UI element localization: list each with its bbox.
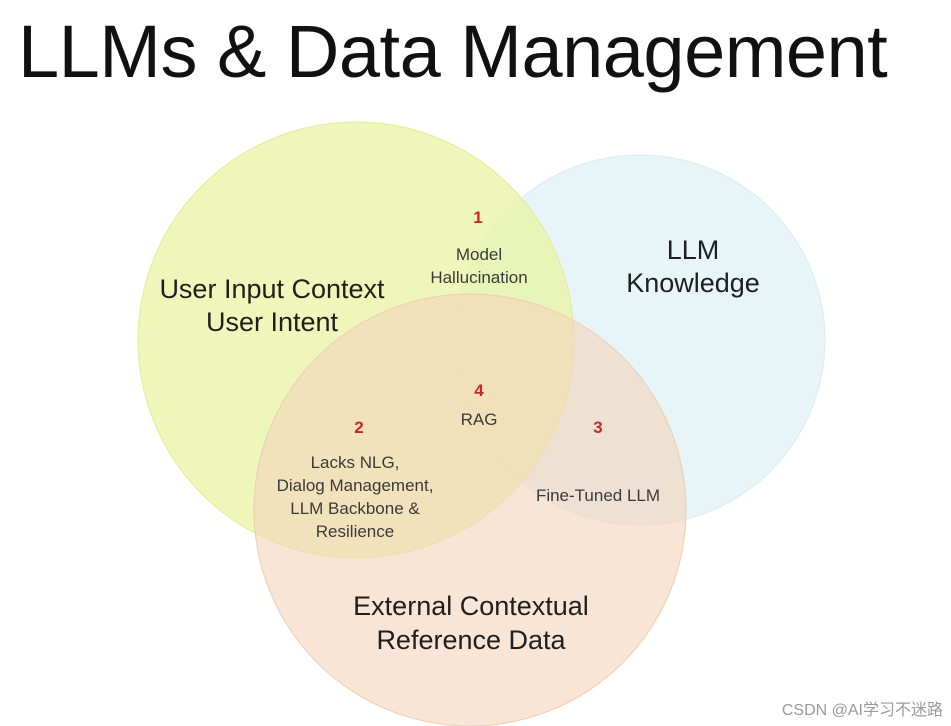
external-data-label-line2: Reference Data — [376, 625, 566, 655]
region-2-number: 2 — [354, 418, 363, 437]
region-1-number: 1 — [473, 208, 482, 227]
region-2-label-line4: Resilience — [316, 522, 394, 541]
llm-knowledge-label-line1: LLM — [667, 235, 720, 265]
user-context-label-line2: User Intent — [206, 307, 339, 337]
page-title: LLMs & Data Management — [18, 10, 888, 93]
user-context-label-line1: User Input Context — [159, 274, 385, 304]
region-4-label: RAG — [461, 410, 498, 429]
watermark: CSDN @AI学习不迷路 — [781, 702, 943, 719]
region-1-label-line1: Model — [456, 245, 502, 264]
circle-external-data — [253, 293, 687, 726]
region-2-label-line2: Dialog Management, — [277, 476, 434, 495]
region-4-number: 4 — [474, 381, 484, 400]
llm-knowledge-label-line2: Knowledge — [626, 268, 760, 298]
region-3-label: Fine-Tuned LLM — [536, 486, 660, 505]
region-2-label-line1: Lacks NLG, — [311, 453, 400, 472]
region-1-label-line2: Hallucination — [430, 268, 527, 287]
external-data-label-line1: External Contextual — [353, 591, 589, 621]
region-2-label-line3: LLM Backbone & — [290, 499, 420, 518]
region-3-number: 3 — [593, 418, 602, 437]
